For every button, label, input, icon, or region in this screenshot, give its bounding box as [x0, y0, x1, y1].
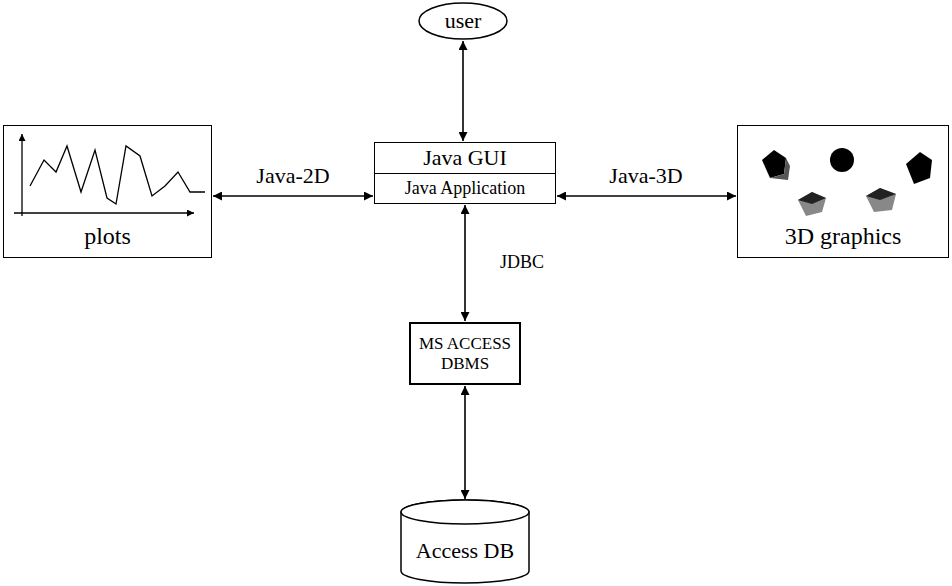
dbms-box: MS ACCESS DBMS	[409, 322, 521, 385]
dark-block-side	[770, 158, 790, 180]
grey-cube	[866, 188, 896, 212]
plot-illustration	[14, 134, 205, 216]
node-label: Access DB	[416, 520, 514, 563]
interface-label: Java-2D	[253, 163, 332, 188]
interface-label: Java-3D	[606, 163, 685, 188]
actor-ellipse: user	[418, 2, 508, 40]
double-arrow-connector	[464, 205, 466, 321]
plot-line	[30, 146, 205, 204]
double-arrow-connector	[213, 195, 373, 197]
node-label: user	[445, 8, 482, 33]
grey-cube-top	[798, 192, 826, 204]
plot-y-axis	[21, 134, 22, 216]
node-label: MS ACCESS DBMS	[417, 334, 513, 373]
double-arrow-connector	[464, 386, 466, 499]
node-label: 3D graphics	[785, 223, 902, 251]
gui-label: Java GUI	[375, 143, 555, 174]
application-box: Java GUIJava Application	[374, 142, 556, 204]
double-arrow-connector	[462, 41, 464, 141]
application-label: Java Application	[375, 174, 555, 204]
dark-block	[762, 150, 786, 178]
database-cylinder: Access DB	[400, 500, 530, 584]
3d-shapes-illustration	[762, 148, 932, 216]
cylinder-top	[401, 500, 529, 524]
node-label: plots	[84, 223, 131, 251]
sphere	[830, 148, 854, 172]
plot-x-axis	[14, 212, 194, 213]
graphics-panel: 3D graphics	[737, 125, 949, 258]
double-arrow-connector	[557, 195, 736, 197]
dark-block	[906, 152, 932, 184]
cylinder-body	[401, 500, 529, 583]
grey-cube	[798, 192, 826, 216]
interface-label: JDBC	[497, 252, 547, 273]
plots-panel: plots	[3, 125, 212, 258]
ellipse-outline	[419, 3, 507, 39]
grey-cube-top	[866, 188, 896, 200]
